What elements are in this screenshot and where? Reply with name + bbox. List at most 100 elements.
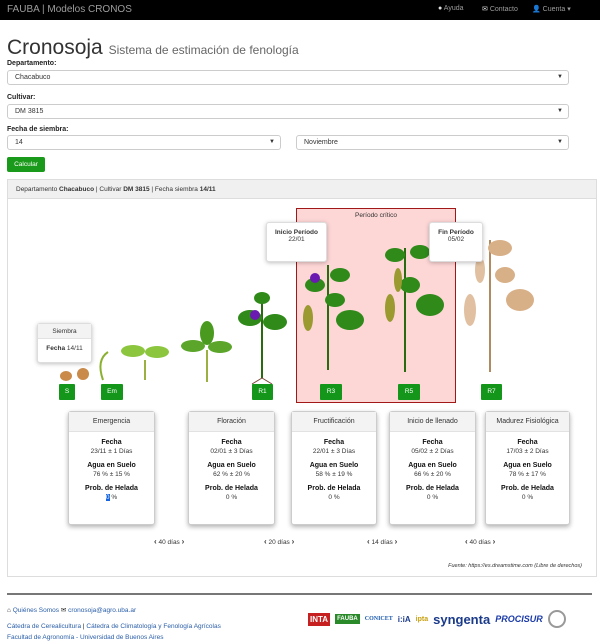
- card-fecha-label: Fecha: [221, 439, 242, 446]
- mes-select[interactable]: Noviembre▼: [296, 135, 569, 150]
- summary-cult: DM 3815: [123, 186, 150, 193]
- chevron-right-icon: ›: [394, 537, 398, 546]
- siembra-fecha: 14/11: [66, 345, 83, 352]
- card-title: Madurez Fisiológica: [486, 412, 569, 432]
- inicio-periodo-date: 22/01: [288, 236, 305, 243]
- card-fecha-label: Fecha: [323, 439, 345, 446]
- interval-label: 40 días: [469, 539, 491, 546]
- account-dropdown[interactable]: 👤 Cuenta ▾: [532, 6, 571, 13]
- seedling-image: [181, 321, 232, 382]
- dia-value: 14: [15, 139, 23, 146]
- card-title: Inicio de llenado: [390, 412, 475, 432]
- stage-badge-r1[interactable]: R1: [252, 384, 273, 400]
- dia-select[interactable]: 14 ▼: [7, 135, 281, 150]
- card-helada-unit: %: [430, 494, 439, 501]
- procisur-logo: PROCISUR: [495, 614, 543, 624]
- calcular-button[interactable]: Calcular: [7, 157, 45, 172]
- facultad-link[interactable]: Facultad de Agronomía - Universidad de B…: [7, 634, 164, 641]
- card-helada: 0 %: [486, 494, 569, 501]
- envelope-icon: ✉: [60, 607, 67, 614]
- card-helada-label: Prob. de Helada: [205, 485, 258, 492]
- uba-seal-logo: [547, 610, 566, 628]
- card-title: Floración: [189, 412, 274, 432]
- caret-down-icon: ▼: [557, 74, 563, 80]
- ipta-logo: ipta: [415, 615, 429, 623]
- card-agua: 66 % ± 20 %: [414, 471, 451, 478]
- footer-divider: [7, 593, 592, 595]
- fin-periodo-label: Fin Período: [438, 229, 474, 236]
- stage-badge-em[interactable]: Em: [101, 384, 123, 400]
- card-agua-label: Agua en Suelo: [87, 462, 136, 469]
- caret-down-icon: ▼: [269, 139, 275, 145]
- question-circle-icon: ●: [438, 5, 443, 12]
- stage-badge-s[interactable]: S: [59, 384, 75, 400]
- quienes-somos-link[interactable]: Quiénes Somos: [12, 607, 59, 614]
- image-source: Fuente: https://es.dreamstime.com (Libre…: [448, 563, 582, 569]
- interval-3: ‹ 14 días ›: [367, 537, 397, 546]
- card-fecha: 02/01 ± 3 Días: [210, 448, 253, 455]
- critical-period-title: Período crítico: [355, 212, 397, 219]
- card-agua: 78 % ± 17 %: [509, 471, 546, 478]
- cultivar-select[interactable]: DM 3815▼: [7, 104, 569, 119]
- summary-dep-label: Departamento: [16, 186, 58, 193]
- card-fecha-label: Fecha: [422, 439, 443, 446]
- catedra-cerealicultura-link[interactable]: Cátedra de Cerealicultura: [7, 623, 82, 630]
- card-helada-value: 0: [328, 494, 333, 501]
- interval-label: 20 días: [268, 539, 290, 546]
- interval-label: 14 días: [371, 539, 393, 546]
- siembra-tooltip: Siembra Fecha 14/11: [37, 323, 92, 363]
- card-agua-label: Agua en Suelo: [408, 462, 457, 469]
- chevron-left-icon: ‹: [367, 537, 370, 546]
- r1-plant-image: [238, 292, 287, 385]
- stage-badge-r3[interactable]: R3: [320, 384, 342, 400]
- card-helada: 0 %: [189, 494, 274, 501]
- envelope-icon: ✉: [482, 6, 488, 13]
- card-helada-label: Prob. de Helada: [85, 485, 138, 492]
- caret-down-icon: ▼: [557, 139, 563, 145]
- siembra-title: Siembra: [38, 324, 91, 339]
- contact-link[interactable]: ✉ Contacto: [482, 5, 518, 13]
- chevron-left-icon: ‹: [264, 537, 267, 546]
- inicio-periodo-label: Inicio Período: [275, 229, 318, 236]
- results-panel: [7, 199, 597, 577]
- card-agua: 76 % ± 15 %: [93, 471, 130, 478]
- departamento-select[interactable]: Chacabuco▼: [7, 70, 569, 85]
- help-label: Ayuda: [443, 5, 464, 12]
- card-fecha: 17/03 ± 2 Días: [506, 448, 549, 455]
- help-link[interactable]: ● Ayuda: [438, 5, 464, 12]
- card-helada-unit: %: [332, 494, 340, 501]
- card-helada: 0 %: [292, 494, 376, 501]
- card-helada-unit: %: [109, 494, 118, 501]
- fin-periodo-date: 05/02: [447, 236, 465, 243]
- cotyledon-image: [121, 345, 169, 380]
- email-link[interactable]: cronosoja@agro.uba.ar: [68, 607, 137, 614]
- card-helada: 0 %: [390, 494, 475, 501]
- siembra-fecha-label: Fecha: [46, 345, 66, 352]
- navbar: FAUBA | Modelos CRONOS ● Ayuda ✉ Contact…: [0, 0, 600, 20]
- brand-link[interactable]: FAUBA | Modelos CRONOS: [7, 4, 132, 15]
- card-agua-label: Agua en Suelo: [503, 462, 552, 469]
- sprout-image: [99, 351, 109, 381]
- card-helada-value: 0: [426, 494, 431, 501]
- summary-fecha-label: Fecha siembra: [154, 186, 198, 193]
- interval-label: 40 días: [158, 539, 180, 546]
- inia-logo: i:iA: [397, 614, 411, 624]
- plant-growth-illustration: [60, 240, 534, 385]
- app-title: Cronosoja: [7, 36, 103, 59]
- card-agua: 58 % ± 19 %: [315, 471, 353, 478]
- stage-badge-r5[interactable]: R5: [398, 384, 420, 400]
- card-fecha-label: Fecha: [101, 439, 122, 446]
- card-helada-value: 0: [225, 494, 230, 501]
- card-helada-unit: %: [229, 494, 238, 501]
- interval-2: ‹ 20 días ›: [264, 537, 294, 546]
- summary-header: Departamento Chacabuco | Cultivar DM 381…: [7, 179, 597, 199]
- syngenta-logo: syngenta: [433, 611, 491, 627]
- stage-badge-r7[interactable]: R7: [481, 384, 502, 400]
- user-icon: 👤: [532, 6, 541, 13]
- catedra-climatologia-link[interactable]: Cátedra de Climatología y Fenología Agrí…: [86, 623, 221, 630]
- card-fecha-label: Fecha: [517, 439, 538, 446]
